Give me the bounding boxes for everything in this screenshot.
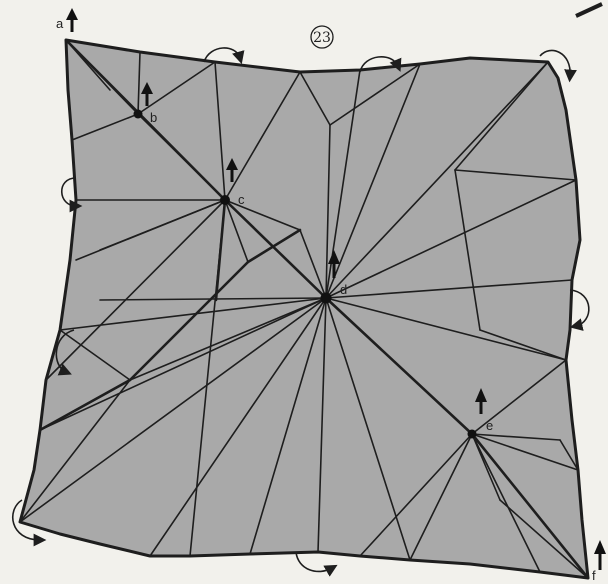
label-b: b bbox=[150, 110, 157, 125]
point-d-dot bbox=[321, 293, 332, 304]
point-b-dot bbox=[134, 110, 143, 119]
corner-mark bbox=[576, 4, 602, 16]
up-arrow-icon bbox=[594, 540, 606, 570]
label-e: e bbox=[486, 418, 493, 433]
up-arrow-icon bbox=[66, 8, 78, 32]
label-f: f bbox=[592, 568, 596, 583]
curl-arrow-icon bbox=[296, 552, 332, 571]
point-e-dot bbox=[468, 430, 477, 439]
label-a: a bbox=[56, 16, 64, 31]
step-number-badge: 23 bbox=[311, 26, 333, 48]
label-c: c bbox=[238, 192, 245, 207]
point-c-dot bbox=[220, 195, 230, 205]
label-d: d bbox=[340, 282, 347, 297]
step-number: 23 bbox=[313, 30, 331, 46]
